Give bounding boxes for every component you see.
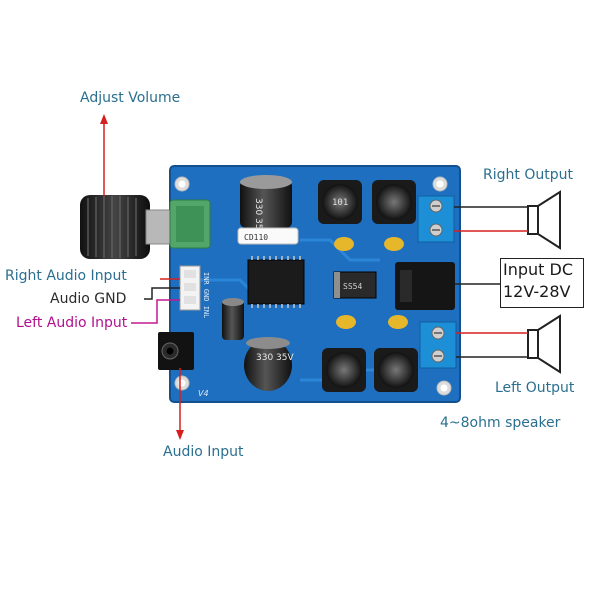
adjust-volume-label: Adjust Volume <box>80 90 181 106</box>
speaker-left-icon <box>527 314 561 374</box>
left-output-label: Left Output <box>495 380 575 396</box>
input-dc-box <box>500 258 584 308</box>
input-dc-voltage-label: 12V-28V <box>503 282 571 301</box>
wire-left-input <box>131 299 180 324</box>
speaker-right-icon <box>527 190 561 250</box>
potentiometer-face <box>176 206 204 242</box>
left-audio-input-label: Left Audio Input <box>16 315 128 331</box>
audio-jack-icon <box>158 332 194 370</box>
input-header-connector <box>179 265 201 311</box>
audio-input-label: Audio Input <box>163 444 244 460</box>
right-output-label: Right Output <box>483 167 573 183</box>
audio-input-arrow-icon <box>176 368 184 440</box>
capacitor-bottom-icon <box>244 337 292 391</box>
small-capacitor-icon <box>222 298 244 340</box>
audio-gnd-label: Audio GND <box>50 291 127 307</box>
inductor-icon <box>318 180 418 392</box>
diode-band <box>334 272 340 298</box>
ceramic-component <box>237 227 299 245</box>
mounting-hole-icon <box>174 176 452 396</box>
speaker-range-label: 4~8ohm speaker <box>440 415 561 431</box>
chip-marking: CD110 <box>244 233 268 242</box>
volume-knob-icon <box>80 195 173 259</box>
capacitor-top-icon <box>240 175 292 228</box>
yellow-capacitor-icon <box>334 237 408 329</box>
diode-icon <box>333 271 377 299</box>
terminal-block-left-icon <box>419 321 457 369</box>
diode-marking: SS54 <box>343 282 362 291</box>
capacitor-top-label: 330 35V <box>253 198 263 236</box>
board-version-label: V4 <box>198 389 209 398</box>
dc-jack-icon <box>395 262 455 310</box>
input-dc-label: Input DC <box>503 260 574 279</box>
adjust-volume-arrow-icon <box>100 114 108 196</box>
output-wires <box>454 206 528 358</box>
terminal-block-right-icon <box>417 195 455 243</box>
wire-audio-gnd <box>144 287 180 300</box>
capacitor-bottom-label: 330 35V <box>256 353 294 363</box>
right-audio-input-label: Right Audio Input <box>5 268 127 284</box>
header-pin-label: INR GND INL <box>202 272 210 318</box>
amplifier-ic-chip <box>247 256 305 308</box>
inductor-marking: 101 <box>332 198 348 208</box>
